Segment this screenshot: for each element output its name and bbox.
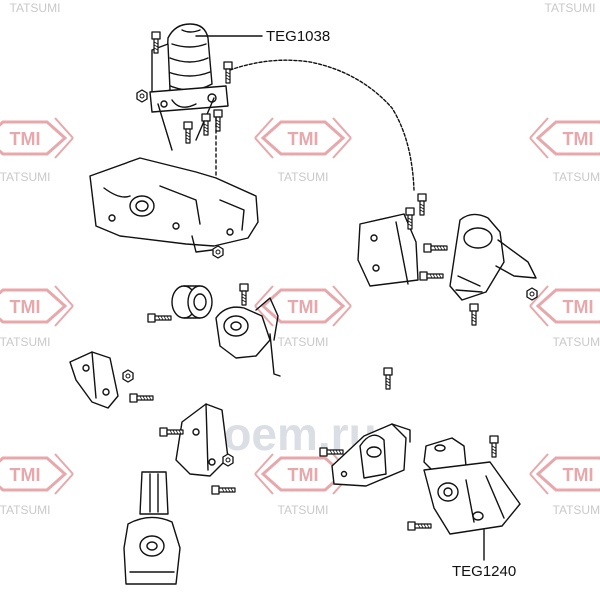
engine-mount-teg1038 [149,23,229,151]
cylinder-bushing [171,285,213,319]
part-label-teg1240: TEG1240 [452,563,516,580]
watermark-brand: TATSUMI [278,170,329,184]
connector-curve [229,59,415,191]
drawing-layer [69,23,538,585]
front-mount-bottom-left [123,471,181,585]
nut-icon [122,369,134,383]
watermark-brand: TATSUMI [0,170,50,184]
bolt-icon [211,485,236,495]
bolt-icon [417,193,427,216]
watermark-logo-text: TMI [10,129,41,149]
watermark-logo-text: TMI [563,129,594,149]
watermark-logo-text: TMI [10,297,41,317]
watermark-logo: TMI TATSUMI [253,116,353,184]
watermark-logo: TMI TATSUMI [0,284,75,349]
watermark-brand: TATSUMI [553,170,600,184]
center-mount [215,297,281,377]
watermark-brand: TATSUMI [553,335,600,349]
side-mount-right [357,213,537,301]
nut-icon [526,287,538,301]
watermark-logo: TMI TATSUMI [528,116,600,184]
watermark-logo-text: TMI [563,297,594,317]
stud-icon [383,367,393,390]
engine-mount-teg1240 [423,437,521,535]
watermark-layer: TMI TATSUMI TMI TATSUMI TMI TATSUMI TMI … [0,1,600,517]
bolt-icon [223,61,233,84]
watermark-logo-text: TMI [288,129,319,149]
watermark-logo-text: TMI [288,465,319,485]
nut-icon [212,245,224,259]
watermark-brand: TATSUMI [0,503,50,517]
stud-icon [183,121,193,144]
small-bracket-left [69,351,119,409]
bolt-icon [239,283,249,306]
watermark-logo: TMI TATSUMI [253,452,353,517]
nut-icon [222,453,234,467]
watermark-logo-text: TMI [563,465,594,485]
bolt-icon [407,521,432,531]
nut-icon [136,89,148,103]
mount-bottom-center [331,423,411,487]
watermark-brand: TATSUMI [553,503,600,517]
watermark-logo: TMI TATSUMI [528,452,600,517]
watermark-logo: TMI TATSUMI [0,116,75,184]
watermark-logo: TMI TATSUMI [253,284,353,349]
watermark-logo-text: TMI [288,297,319,317]
stud-icon [213,109,223,132]
watermark-logo: TMI TATSUMI [528,284,600,349]
watermark-brand: TATSUMI [278,503,329,517]
watermark-logo-text: TMI [10,465,41,485]
watermark-brand-top: TATSUMI [545,1,596,15]
bolt-icon [419,271,444,281]
engine-bracket-plate [89,157,259,253]
watermark-logo: TMI TATSUMI [0,452,75,517]
bolt-icon [129,393,154,403]
bolt-icon [423,243,448,253]
watermark-brand: TATSUMI [0,335,50,349]
part-label-teg1038: TEG1038 [266,28,330,45]
bolt-icon [489,435,499,458]
watermark-brand-top: TATSUMI [10,1,61,15]
bolt-icon [469,303,479,326]
bolt-icon [147,313,172,323]
bracket-center [175,403,229,477]
watermark-brand: TATSUMI [278,335,329,349]
